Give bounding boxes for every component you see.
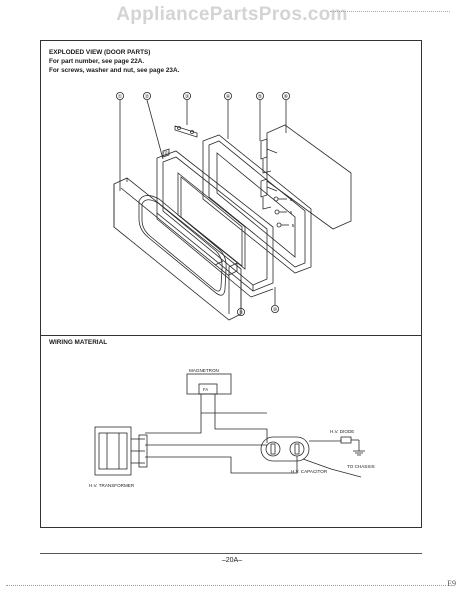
callout-circles bbox=[116, 92, 290, 101]
callout-10: ⑩ bbox=[273, 307, 278, 313]
hv-diode bbox=[340, 436, 352, 444]
fa-label: FA bbox=[203, 387, 208, 392]
door-back-frame bbox=[202, 134, 312, 274]
callout-3: ③ bbox=[185, 94, 189, 100]
exploded-view-note-part-number: For part number, see page 22A. bbox=[49, 58, 145, 65]
callout-2: ② bbox=[145, 94, 150, 100]
door-screws bbox=[273, 196, 289, 228]
hv-capacitor-label: H.V. CAPACITOR bbox=[291, 469, 328, 474]
door-screen-plate bbox=[266, 124, 352, 230]
hv-diode-label: H.V. DIODE bbox=[330, 429, 354, 434]
callout-screw-a: 5 bbox=[290, 197, 293, 202]
hv-transformer-label: H.V. TRANSFORMER bbox=[89, 483, 135, 488]
magnetron-label: MAGNETRON bbox=[189, 368, 219, 373]
watermark: AppliancePartsPros.com bbox=[116, 4, 348, 25]
callout-4: ④ bbox=[226, 94, 231, 100]
door-lever-bar bbox=[174, 125, 198, 138]
door-parts-exploded-diagram: ① ② ③ ④ ⑤ ⑥ ⑫ 5 6 5 ⑨ ⑩ bbox=[89, 92, 375, 488]
door-choke-frame bbox=[156, 150, 274, 298]
exploded-view-note-screws: For screws, washer and nut, see page 23A… bbox=[49, 67, 180, 74]
hv-transformer bbox=[94, 426, 148, 476]
callout-1: ① bbox=[118, 94, 123, 100]
door-clip bbox=[162, 148, 170, 158]
scan-dotted-line-top bbox=[330, 11, 450, 12]
door-latch-hooks bbox=[260, 138, 278, 210]
callout-9: ⑨ bbox=[239, 310, 243, 316]
callout-12: ⑫ bbox=[163, 150, 168, 157]
hv-capacitor bbox=[260, 436, 310, 462]
callout-5: ⑤ bbox=[258, 94, 262, 100]
diagram-frame: EXPLODED VIEW (DOOR PARTS) For part numb… bbox=[40, 40, 422, 528]
page-number: –20A– bbox=[221, 557, 243, 564]
wiring-material-title: WIRING MATERIAL bbox=[49, 339, 108, 346]
scan-dotted-line-bottom bbox=[6, 585, 446, 586]
section-divider bbox=[41, 335, 421, 336]
door-front-panel bbox=[113, 177, 242, 321]
exploded-view-title: EXPLODED VIEW (DOOR PARTS) bbox=[49, 49, 151, 56]
to-chassis-label: TO CHASSIS bbox=[347, 464, 375, 469]
footer-rule bbox=[40, 553, 422, 554]
corner-mark: E9 bbox=[447, 579, 456, 588]
callout-screw-b: 6 bbox=[290, 210, 293, 215]
callout-screw-c: 5 bbox=[292, 223, 295, 228]
wiring-diagram bbox=[94, 373, 365, 478]
callout-6: ⑥ bbox=[284, 94, 289, 100]
